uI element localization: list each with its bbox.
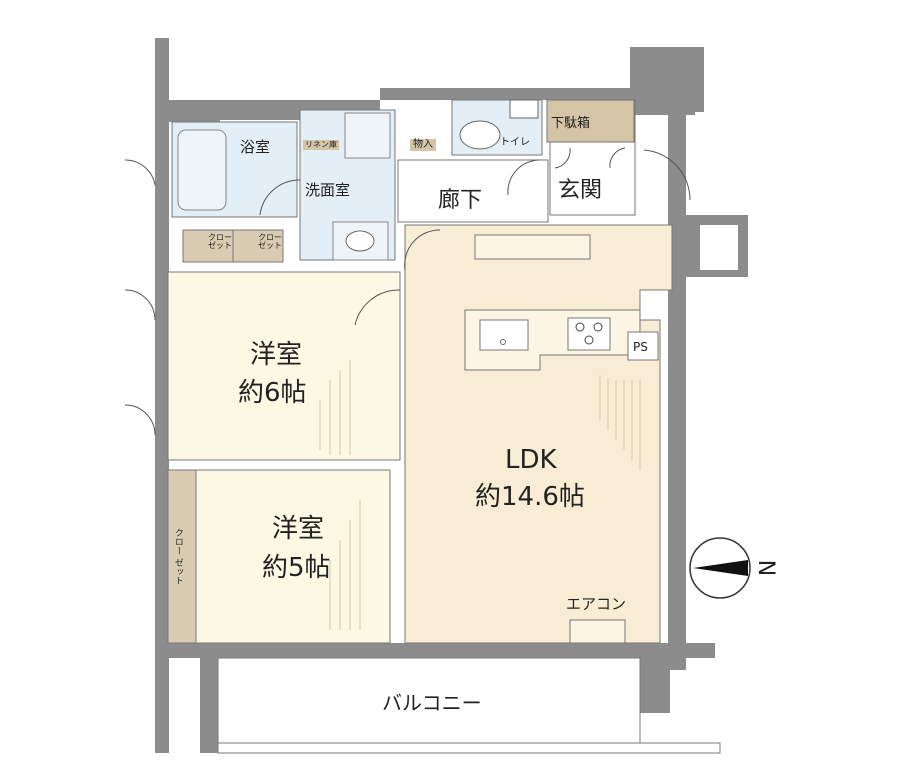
- toilet-label: トイレ: [500, 137, 530, 148]
- north-label: N: [753, 559, 779, 577]
- western-5-size: 約5帖: [262, 553, 331, 583]
- entrance-label: 玄関: [558, 178, 603, 203]
- hallway-label: 廊下: [438, 188, 483, 213]
- storage-label: 物入: [410, 139, 436, 151]
- western-6-name: 洋室: [250, 340, 303, 370]
- western-5-name: 洋室: [272, 514, 325, 544]
- western-6-size: 約6帖: [238, 378, 307, 408]
- ldk-size: 約14.6帖: [475, 482, 585, 512]
- bath-label: 浴室: [240, 138, 271, 156]
- closet-b-label: クロー ゼット: [258, 233, 282, 250]
- hatching: [319, 360, 641, 630]
- closet-a-label: クロー ゼット: [208, 233, 232, 250]
- ldk-name: LDK: [505, 445, 557, 475]
- compass: [689, 537, 751, 599]
- shoe-box-label: 下駄箱: [551, 116, 591, 131]
- doors: [124, 147, 691, 436]
- washroom-label: 洗面室: [305, 181, 351, 199]
- ps-label: PS: [633, 340, 648, 354]
- closet-c-label: クロー ゼット: [172, 528, 183, 585]
- balcony-label: バルコニー: [382, 691, 482, 715]
- aircon-label: エアコン: [566, 595, 627, 613]
- linen-label: リネン庫: [303, 140, 339, 150]
- floors: [167, 99, 721, 754]
